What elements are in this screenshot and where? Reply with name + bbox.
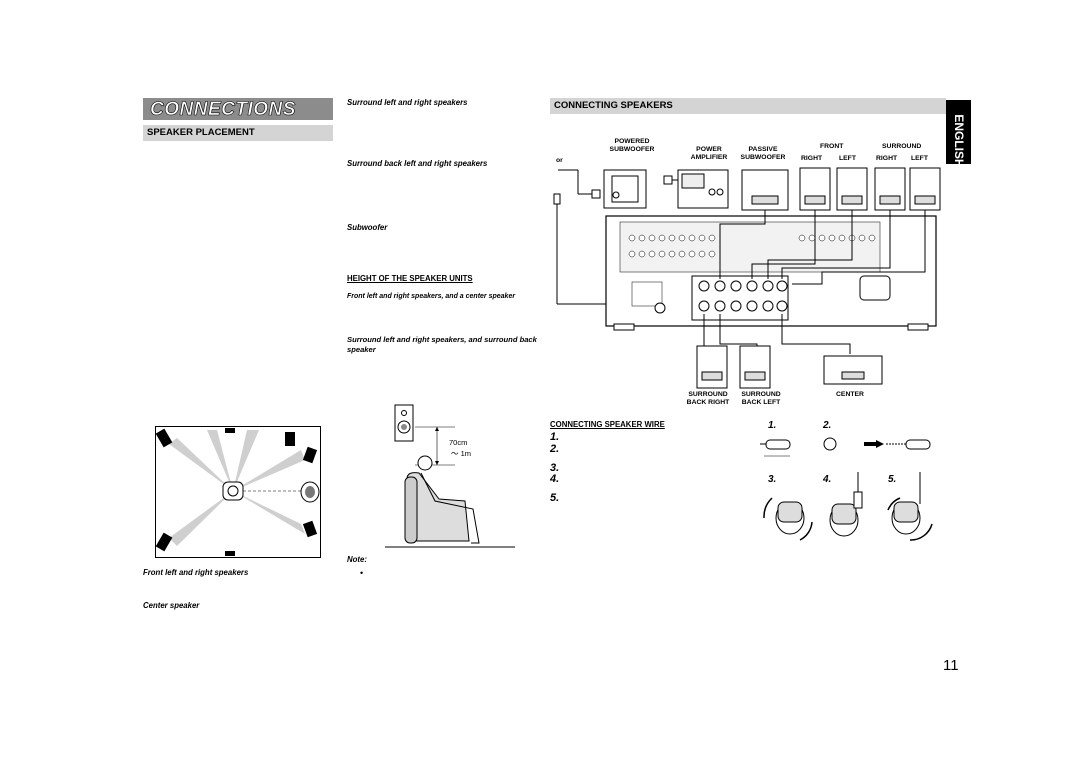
heading-subwoofer: Subwoofer	[347, 223, 388, 232]
fig-step-2: 2.	[823, 420, 832, 431]
label-powered-sub: POWERED SUBWOOFER	[609, 138, 655, 153]
height-surround: Surround left and right speakers, and su…	[347, 335, 537, 354]
label-surround-back-right: SURROUND BACK RIGHT	[686, 391, 730, 406]
label-center: CENTER	[836, 391, 864, 398]
step-5: 5.	[550, 492, 560, 504]
connection-diagram	[553, 167, 941, 389]
speaker-placement-bar	[143, 125, 333, 141]
note-label: Note:	[347, 555, 367, 564]
language-tab: ENGLISH	[946, 100, 971, 168]
label-surround: SURROUND	[882, 143, 922, 150]
placement-diagram	[155, 426, 321, 558]
heading-surround-back: Surround back left and right speakers	[347, 159, 488, 168]
height-illustration	[385, 404, 515, 548]
fig-step-3: 3.	[768, 474, 777, 485]
label-front-left: LEFT	[839, 155, 856, 162]
label-surround-left: LEFT	[911, 155, 928, 162]
connecting-speakers-heading: CONNECTING SPEAKERS	[554, 100, 673, 111]
wire-steps-illustration	[760, 437, 933, 541]
label-or: or	[556, 157, 563, 164]
step-1: 1.	[550, 431, 560, 443]
height-70cm: 70cm	[449, 438, 468, 447]
heading-surround-lr: Surround left and right speakers	[347, 98, 468, 107]
speaker-placement-heading: SPEAKER PLACEMENT	[147, 127, 255, 138]
caption-front-speakers: Front left and right speakers	[143, 568, 249, 577]
step-4: 4.	[550, 473, 560, 485]
connecting-speakers-bar	[550, 98, 946, 114]
fig-step-1: 1.	[768, 420, 777, 431]
note-bullet: •	[360, 568, 364, 578]
language-tab-label: ENGLISH	[952, 114, 966, 168]
height-1m: ～ 1m	[451, 449, 472, 458]
fig-step-5: 5.	[888, 474, 897, 485]
page-title: CONNECTIONS	[150, 99, 296, 121]
label-front-right: RIGHT	[801, 155, 823, 162]
label-surround-right: RIGHT	[876, 155, 898, 162]
page-number: 11	[943, 657, 959, 674]
label-passive-sub: PASSIVE SUBWOOFER	[740, 146, 786, 161]
fig-step-4: 4.	[823, 474, 832, 485]
wire-heading: CONNECTING SPEAKER WIRE	[550, 420, 665, 429]
label-power-amp: POWER AMPLIFIER	[690, 146, 728, 161]
height-front: Front left and right speakers, and a cen…	[347, 293, 516, 300]
step-3: 3.	[550, 462, 560, 474]
label-surround-back-left: SURROUND BACK LEFT	[741, 391, 781, 406]
title-bar	[143, 98, 333, 120]
step-2: 2.	[550, 443, 560, 455]
heading-height: HEIGHT OF THE SPEAKER UNITS	[347, 274, 473, 283]
caption-center-speaker: Center speaker	[143, 601, 200, 610]
label-front: FRONT	[820, 143, 844, 150]
